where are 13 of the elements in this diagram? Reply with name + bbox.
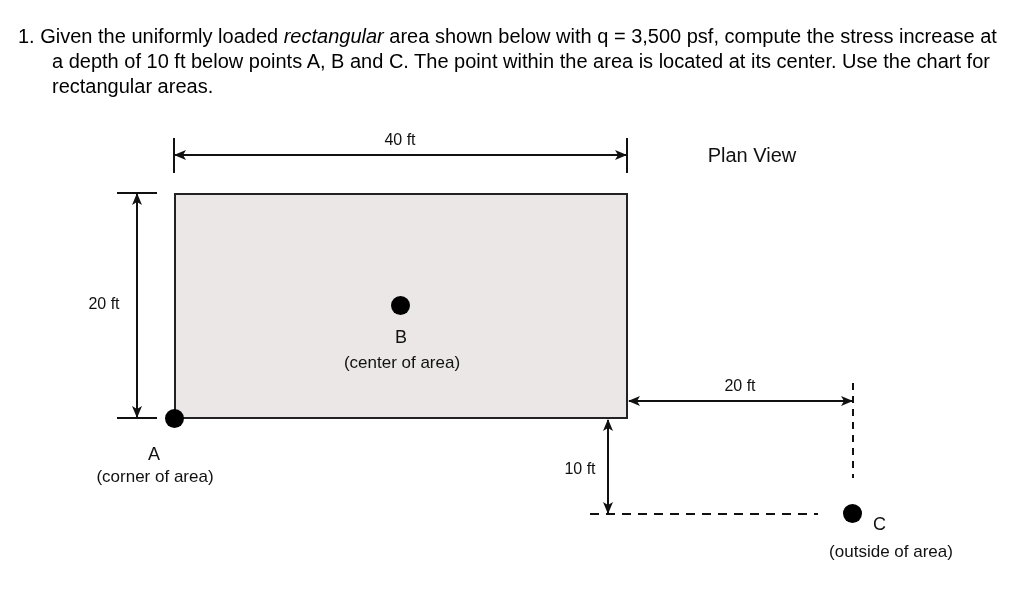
point-label: C [873,514,886,534]
dimension-label: 10 ft [564,459,596,479]
point-label: B [395,327,407,347]
dimension-label: 40 ft [384,130,416,150]
dimension-label: 20 ft [88,294,120,314]
point-description: (outside of area) [829,542,953,562]
point-description: (corner of area) [96,467,214,487]
dimension-label: 20 ft [724,376,756,396]
point-description: (center of area) [343,353,461,373]
question-text: 1. Given the uniformly loaded rectangular area shown below with q = 3,500 psf, compute the stress increase at a depth of 10 ft below points A, B and C. The point within the area is located at its center. Use the chart for rectangular areas. [18,24,998,99]
loaded-area-rectangle [174,193,628,419]
view-label: Plan View [707,145,797,165]
point-label: A [148,444,160,464]
